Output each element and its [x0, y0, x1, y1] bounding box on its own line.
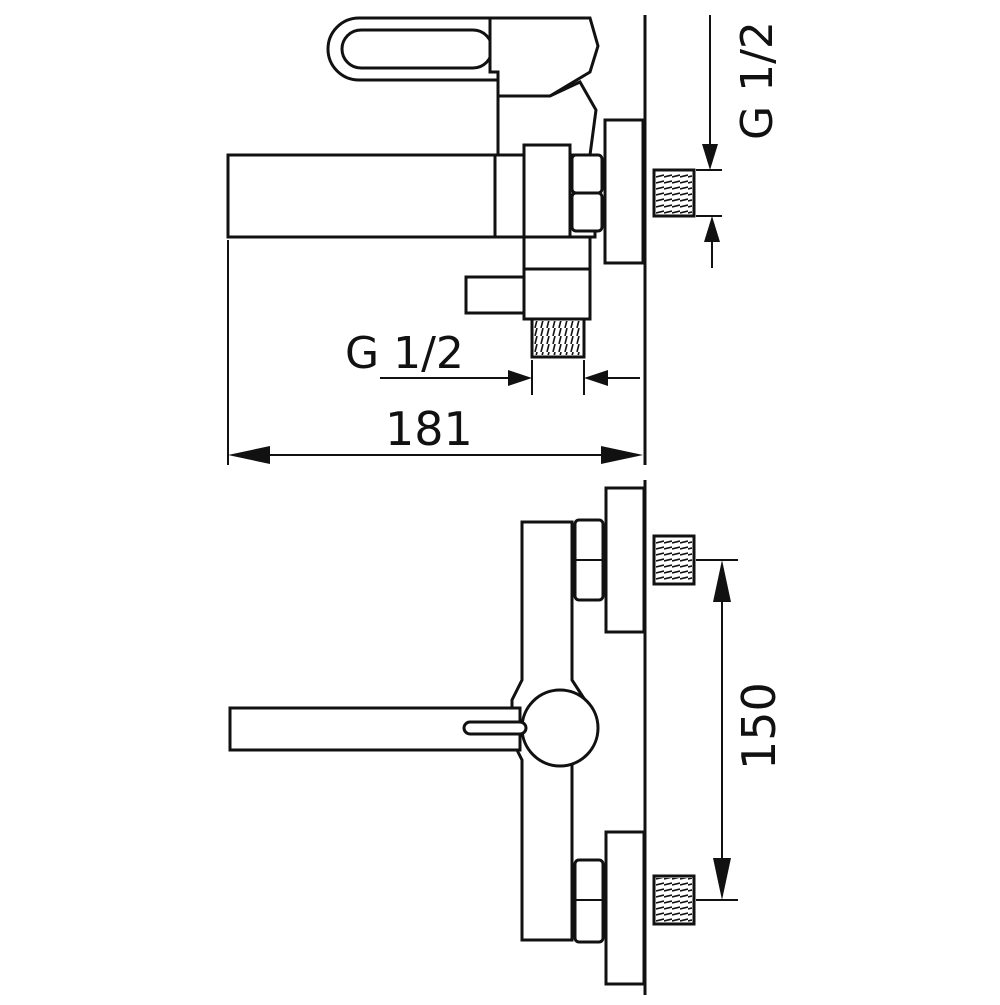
handle-disk [520, 688, 600, 768]
nut-upper [570, 153, 604, 195]
side-view: G 1/2 181 G 1/2 [226, 15, 783, 465]
spout [226, 153, 500, 239]
lever-handle [326, 16, 600, 98]
escutcheon [603, 118, 645, 265]
overall-length-label: 181 [385, 402, 473, 456]
escutcheon-lower [604, 830, 646, 986]
diverter-body [522, 267, 592, 321]
escutcheon-upper [604, 486, 646, 634]
nut-block [522, 143, 572, 239]
diverter-neck [522, 235, 592, 271]
thread-size-top-label: G 1/2 [732, 21, 783, 140]
thread-size-side-label: G 1/2 [345, 328, 464, 379]
inlet-spacing-label: 150 [732, 682, 786, 770]
handle-lever-front [462, 720, 528, 736]
front-view: 150 [228, 480, 786, 995]
nut-lower [570, 191, 604, 233]
diverter-knob [464, 275, 526, 315]
